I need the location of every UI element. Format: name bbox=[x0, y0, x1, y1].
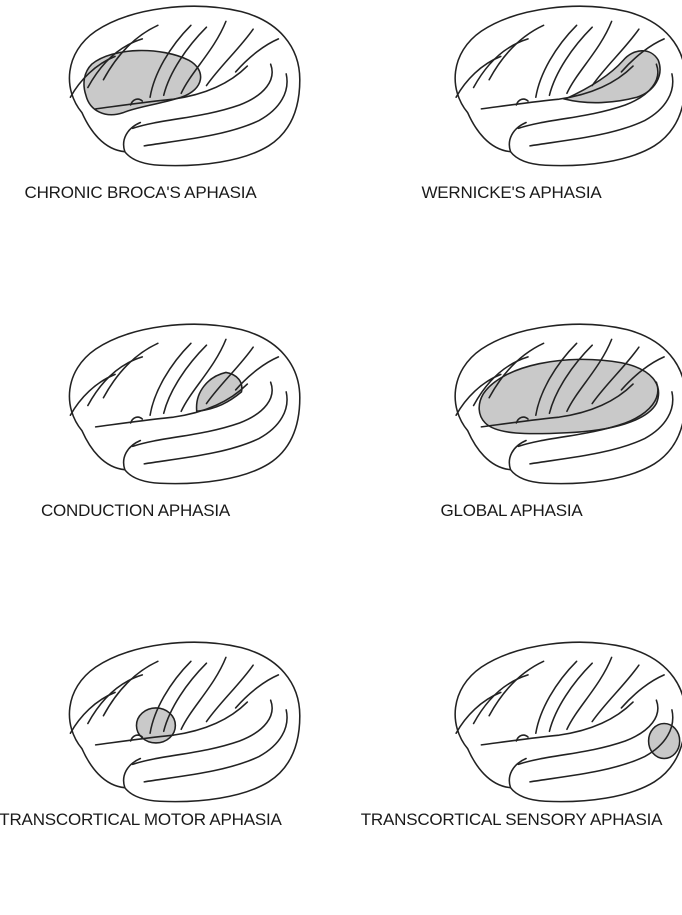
panel-transcortical-sensory: TRANSCORTICAL SENSORY APHASIA bbox=[341, 636, 682, 915]
panel-label: GLOBAL APHASIA bbox=[341, 501, 682, 521]
panel-label: TRANSCORTICAL SENSORY APHASIA bbox=[341, 810, 682, 830]
panel-label: CONDUCTION APHASIA bbox=[0, 501, 306, 521]
panel-wernicke: WERNICKE'S APHASIA bbox=[341, 0, 682, 279]
panel-chronic-broca: CHRONIC BROCA'S APHASIA bbox=[0, 0, 341, 279]
brain-diagram-transcortical-sensory bbox=[341, 636, 682, 811]
panel-label: TRANSCORTICAL MOTOR APHASIA bbox=[0, 810, 311, 830]
lesion-region bbox=[84, 51, 201, 115]
brain-diagram-conduction bbox=[0, 318, 341, 493]
brain-diagram-global bbox=[341, 318, 682, 493]
panel-global: GLOBAL APHASIA bbox=[341, 318, 682, 597]
brain-diagram-transcortical-motor bbox=[0, 636, 341, 811]
panel-label: WERNICKE'S APHASIA bbox=[341, 183, 682, 203]
panel-transcortical-motor: TRANSCORTICAL MOTOR APHASIA bbox=[0, 636, 341, 915]
brain-diagram-chronic-broca bbox=[0, 0, 341, 175]
brain-diagram-wernicke bbox=[341, 0, 682, 175]
panel-conduction: CONDUCTION APHASIA bbox=[0, 318, 341, 597]
panel-label: CHRONIC BROCA'S APHASIA bbox=[0, 183, 311, 203]
lesion-region bbox=[479, 359, 658, 433]
